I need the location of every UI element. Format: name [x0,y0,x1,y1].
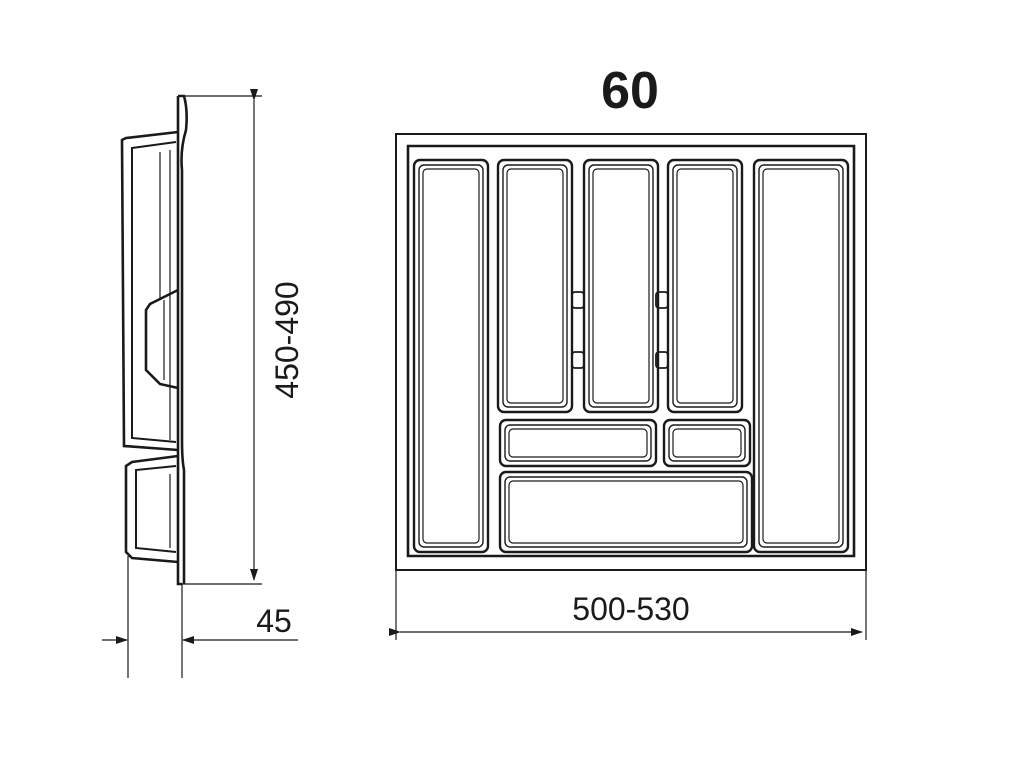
top-view [395,133,867,571]
compartment-outline [502,164,568,408]
divider-clip [655,351,669,369]
compartment-outline [498,418,658,468]
compartment-outline [506,168,564,404]
compartment-outline [508,428,648,458]
tray-inner-rim [406,144,856,558]
compartment-outline [418,164,484,548]
side-profile-view [120,94,188,586]
compartment-outline [582,158,660,414]
compartment-outline [672,428,742,458]
height-label: 45 [256,603,292,639]
compartments [412,158,850,554]
compartment-outline [668,424,746,462]
compartment-outline [762,168,840,544]
width-label: 500-530 [572,591,689,627]
compartment-outline [752,158,850,554]
compartment-outline [592,168,650,404]
depth-label: 450-490 [269,281,305,398]
compartment-outline [666,158,744,414]
model-title: 60 [601,62,659,120]
divider-clip [655,291,669,309]
divider-clip [571,351,585,369]
compartment-outline [662,418,752,468]
divider-clip [571,291,585,309]
compartment-outline [496,158,574,414]
height-dimension: 45 [102,556,298,678]
compartment-outline [412,158,490,554]
compartment-outline [504,424,652,462]
tray-outer-frame [395,133,867,571]
compartment-outline [758,164,844,548]
compartment-outline [504,476,748,548]
compartment-outline [422,168,480,544]
width-dimension: 500-530 [389,570,867,640]
depth-dimension: 450-490 [182,89,305,585]
compartment-outline [588,164,654,408]
compartment-outline [508,480,744,544]
compartment-outline [676,168,734,404]
compartment-outline [498,470,754,554]
compartment-outline [672,164,738,408]
